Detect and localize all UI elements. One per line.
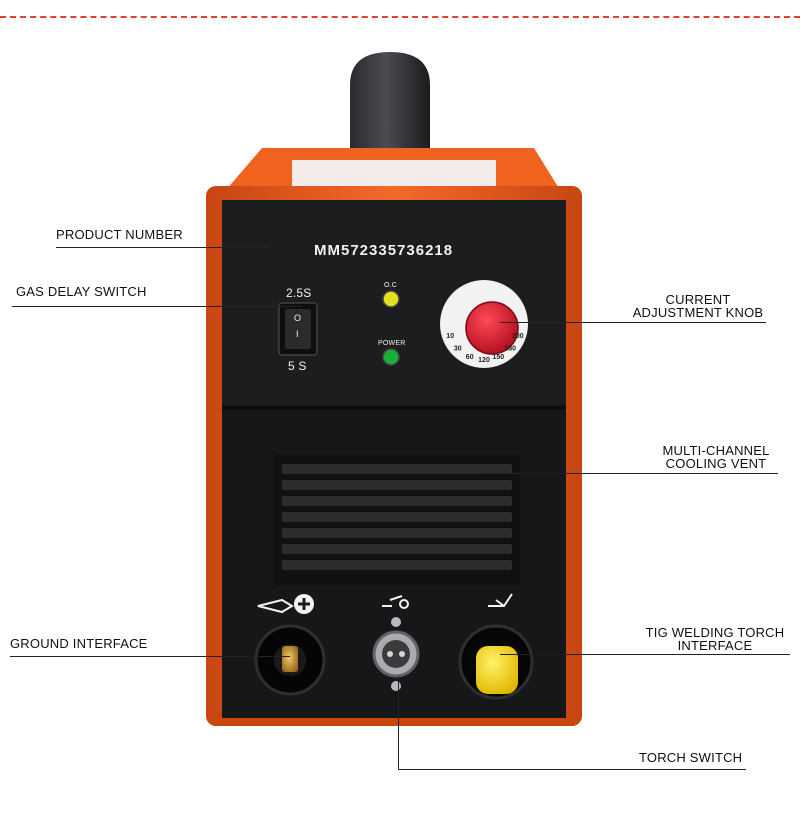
leader-tig-torch (500, 654, 790, 655)
leader-current-knob (500, 322, 766, 323)
gas-delay-upper-label: 2.5S (286, 286, 312, 300)
switch-on-glyph: O (294, 313, 302, 323)
tig-yellow-cap (476, 646, 518, 694)
case-top-label (292, 160, 496, 186)
callout-current-knob-line2: ADJUSTMENT KNOB (632, 305, 764, 320)
leader-cooling-vent (476, 473, 778, 474)
leader-torch-switch (398, 769, 746, 770)
callout-product-number: PRODUCT NUMBER (56, 227, 183, 242)
torch-switch-icon (382, 595, 409, 609)
tig-torch-icon (488, 593, 513, 607)
callout-tig-torch-line1: TIG WELDING TORCH (645, 625, 785, 640)
callout-tig-torch-line2: INTERFACE (677, 638, 753, 653)
current-adjustment-knob (465, 301, 519, 355)
oc-indicator-label: O.C (384, 282, 398, 289)
dial-scale-label: 120 (478, 357, 490, 364)
gas-delay-lower-label: 5 S (288, 359, 307, 373)
leader-torch-switch-vertical (398, 676, 399, 770)
leader-ground-interface (10, 656, 290, 657)
cooling-vent-slots (282, 464, 512, 570)
switch-off-glyph: I (296, 329, 299, 339)
callout-cooling-vent-line1: MULTI-CHANNEL (662, 443, 770, 458)
dial-scale-label: 10 (446, 333, 454, 340)
callout-torch-switch: TORCH SWITCH (639, 750, 743, 765)
callout-current-knob-line1: CURRENT (665, 292, 731, 307)
dial-scale-label: 30 (454, 346, 462, 353)
top-dashed-rule (0, 16, 800, 18)
leader-product-number (56, 247, 268, 248)
oc-led (382, 290, 400, 308)
power-led (382, 348, 400, 366)
callout-gas-delay-switch: GAS DELAY SWITCH (16, 284, 147, 299)
serial-number: MM572335736218 (314, 242, 454, 259)
ground-brass-pin (282, 646, 298, 672)
callout-cooling-vent-line2: COOLING VENT (665, 456, 767, 471)
carry-handle (350, 52, 430, 175)
ground-clamp-plus-icon (257, 594, 314, 614)
dial-scale-label: 60 (466, 354, 474, 361)
dial-scale-label: 180 (504, 346, 516, 353)
leader-gas-delay-switch (12, 306, 302, 307)
callout-ground-interface: GROUND INTERFACE (10, 636, 148, 651)
dial-scale-label: 150 (492, 354, 504, 361)
dial-scale-label: 200 (512, 333, 524, 340)
power-indicator-label: POWER (378, 340, 406, 347)
